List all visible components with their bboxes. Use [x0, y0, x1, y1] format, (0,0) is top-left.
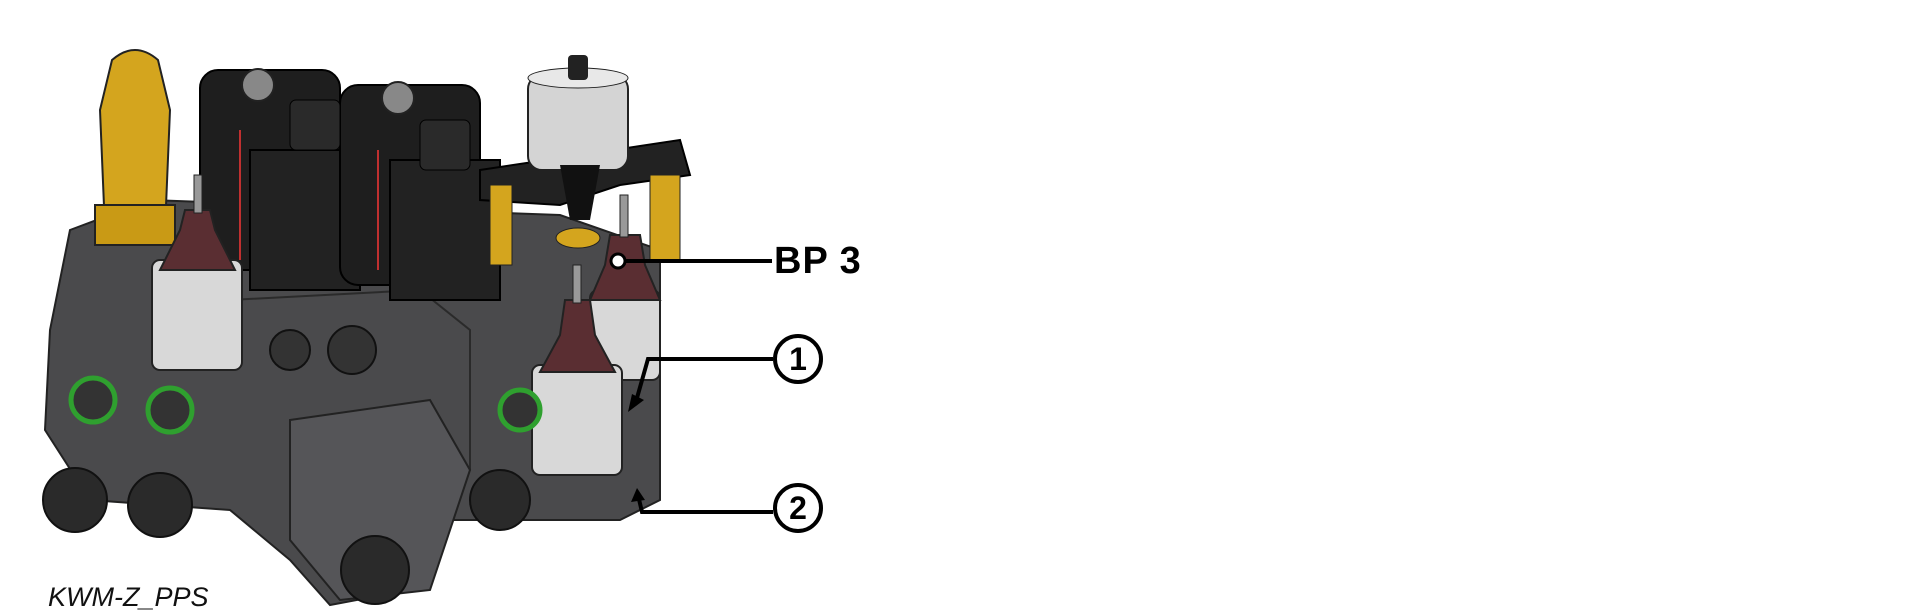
- port-seal: [145, 385, 195, 435]
- sensor-item-1: [531, 264, 623, 476]
- plug: [469, 469, 531, 531]
- white-sensor-housing: [527, 74, 629, 171]
- front-housing: [289, 398, 472, 602]
- figure-caption: KWM-Z_PPS: [48, 582, 209, 612]
- sensor-left: [151, 174, 243, 371]
- callout-bp3: BP 3: [774, 240, 862, 282]
- callout-1: 1: [773, 334, 823, 384]
- callout-2: 2: [773, 483, 823, 533]
- plug: [340, 535, 410, 605]
- port-seal: [68, 375, 118, 425]
- plug: [127, 472, 193, 538]
- plug: [42, 467, 108, 533]
- leader-1: [633, 357, 773, 406]
- brass-valve-cap: [98, 49, 172, 231]
- port-seal: [497, 387, 543, 433]
